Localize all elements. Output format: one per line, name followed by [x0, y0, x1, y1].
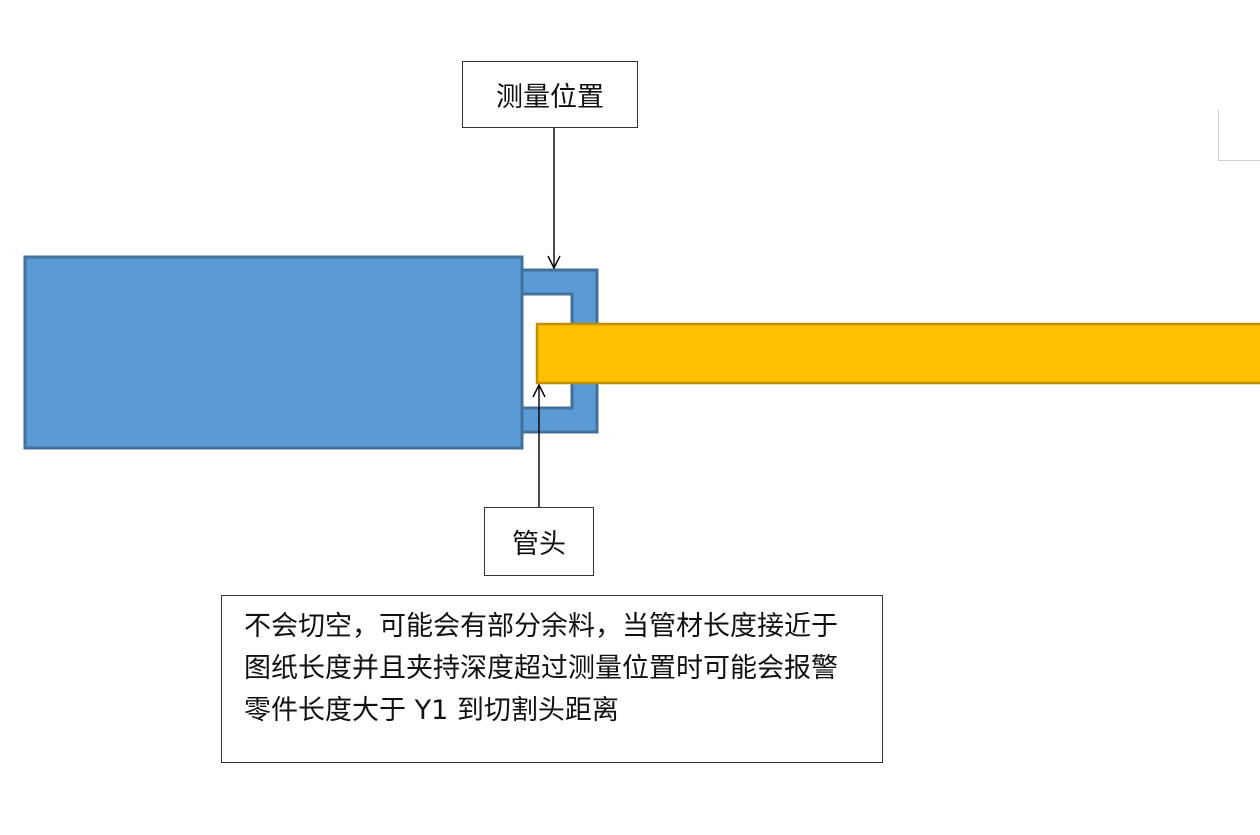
tube-head-label: 管头	[484, 507, 594, 576]
chuck-body	[23, 255, 524, 450]
tube	[535, 322, 1260, 385]
page-corner-mark	[1218, 110, 1260, 161]
tube-head-text: 管头	[512, 529, 566, 560]
note-text: 不会切空，可能会有部分余料，当管材长度接近于图纸长度并且夹持深度超过测量位置时可…	[244, 611, 838, 726]
note-box: 不会切空，可能会有部分余料，当管材长度接近于图纸长度并且夹持深度超过测量位置时可…	[221, 595, 883, 763]
measure-position-text: 测量位置	[496, 82, 604, 113]
measure-position-label: 测量位置	[462, 61, 638, 128]
